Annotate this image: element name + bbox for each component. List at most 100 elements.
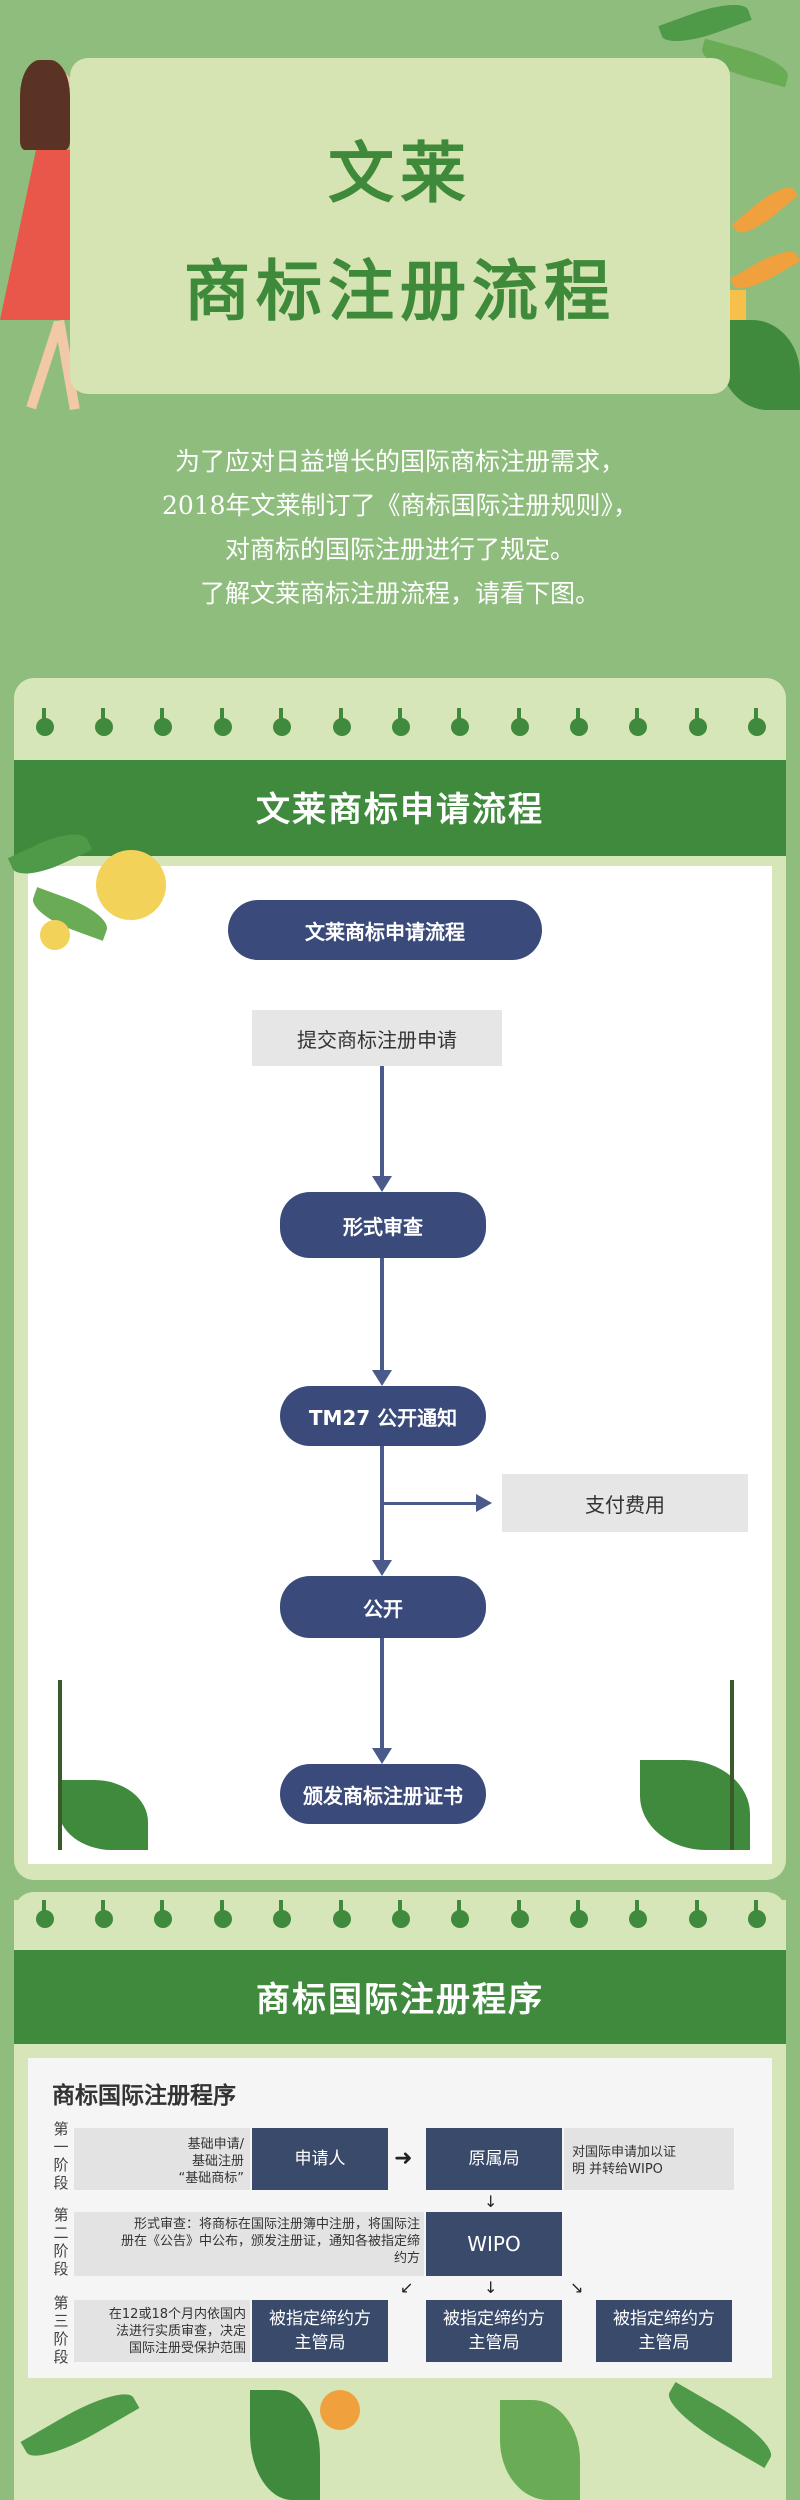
desc-line: “基础商标” [178, 2171, 244, 2186]
designated-office-box: 被指定缔约方 主管局 [426, 2300, 562, 2362]
peg-decoration [688, 708, 707, 738]
peg-decoration [95, 1900, 114, 1930]
peg-decoration [570, 708, 589, 738]
peg-decoration [391, 708, 410, 738]
intro-line: 为了应对日益增长的国际商标注册需求， [174, 447, 625, 476]
stage3-desc: 在12或18个月内依国内 法进行实质审查，决定 国际注册受保护范围 [80, 2306, 246, 2357]
desc-line: 明 并转给WIPO [572, 2162, 663, 2177]
origin-desc: 对国际申请加以证 明 并转给WIPO [572, 2144, 732, 2178]
arrow-right-icon [476, 1494, 492, 1512]
peg-decoration [570, 1900, 589, 1930]
arrow-right-icon: ➜ [394, 2146, 413, 2171]
flow-connector [380, 1446, 384, 1572]
peg-decoration [629, 1900, 648, 1930]
flow-connector [380, 1638, 384, 1748]
peg-decoration [273, 708, 292, 738]
page-title-line2: 商标注册流程 [184, 253, 616, 330]
flow-connector [380, 1066, 384, 1176]
flow-submit-step: 提交商标注册申请 [252, 1010, 502, 1066]
section1-title: 文莱商标申请流程 [256, 790, 544, 830]
process-table-title: 商标国际注册程序 [52, 2083, 236, 2109]
intro-line: 对商标的国际注册进行了规定。 [224, 535, 575, 564]
desc-line: 基础申请/ [187, 2137, 244, 2152]
arrow-down-icon [372, 1748, 392, 1764]
peg-decoration [510, 1900, 529, 1930]
desc-line: 册在《公告》中公布，颁发注册证，通知各被指定缔 [120, 2234, 420, 2249]
origin-office-box: 原属局 [426, 2128, 562, 2190]
plant-decoration-right [720, 179, 800, 410]
peg-decoration [688, 1900, 707, 1930]
header-card [70, 58, 730, 394]
peg-decoration [510, 708, 529, 738]
wipo-box: WIPO [426, 2212, 562, 2276]
arrow-down-icon [372, 1560, 392, 1576]
intro-line: 了解文莱商标注册流程，请看下图。 [199, 579, 600, 608]
desc-line: 基础注册 [191, 2154, 244, 2169]
peg-decoration [332, 708, 351, 738]
origin-desc-box [564, 2128, 734, 2190]
peg-decoration [332, 1900, 351, 1930]
office-label: 主管局 [638, 2333, 690, 2353]
peg-decoration [154, 708, 173, 738]
peg-decoration [154, 1900, 173, 1930]
intro-paragraph: 为了应对日益增长的国际商标注册需求， 2018年文莱制订了《商标国际注册规则》，… [0, 440, 800, 616]
stage-label: 第三阶段 [53, 2294, 69, 2366]
peg-decoration [95, 708, 114, 738]
flow-certificate-node: 颁发商标注册证书 [280, 1764, 486, 1824]
arrow-down-icon [372, 1370, 392, 1386]
section2-title-band [14, 1950, 786, 2044]
stage2-desc-box [74, 2212, 424, 2276]
peg-decoration [629, 708, 648, 738]
peg-decoration [35, 708, 54, 738]
peg-decoration [273, 1900, 292, 1930]
peg-decoration [451, 708, 470, 738]
page-title-line1: 文莱 [328, 135, 472, 212]
designated-office-box: 被指定缔约方 主管局 [252, 2300, 388, 2362]
peg-decoration [391, 1900, 410, 1930]
stage1-desc-box [74, 2128, 250, 2190]
arrow-down-icon: ↓ [484, 2278, 498, 2297]
flow-formal-exam-node: 形式审查 [280, 1192, 486, 1258]
flow-publish-node: 公开 [280, 1576, 486, 1638]
designated-office-box: 被指定缔约方 主管局 [596, 2300, 732, 2362]
desc-line: 对国际申请加以证 [572, 2145, 677, 2160]
arrow-down-right-icon: ↘ [570, 2278, 584, 2297]
office-label: 主管局 [468, 2333, 520, 2353]
peg-decoration [451, 1900, 470, 1930]
desc-line: 约方 [393, 2251, 420, 2266]
desc-line: 形式审查：将商标在国际注册簿中注册，将国际注 [133, 2217, 420, 2232]
stage3-desc-box [74, 2300, 250, 2362]
desc-line: 法进行实质审查，决定 [115, 2324, 246, 2339]
intro-line: 2018年文莱制订了《商标国际注册规则》， [161, 491, 639, 520]
grass-decoration-left [28, 1680, 168, 1870]
desc-line: 在12或18个月内依国内 [108, 2307, 246, 2322]
plant-decoration-bottom [0, 2370, 800, 2500]
flow-tm27-node: TM27 公开通知 [280, 1386, 486, 1446]
flow-connector [380, 1258, 384, 1370]
grass-decoration-right [630, 1680, 780, 1870]
office-label: 被指定缔约方 [443, 2309, 545, 2329]
office-label: 被指定缔约方 [613, 2309, 715, 2329]
stage-label: 第一阶段 [53, 2120, 69, 2192]
office-label: 主管局 [294, 2333, 346, 2353]
office-label: 被指定缔约方 [269, 2309, 371, 2329]
desc-line: 国际注册受保护范围 [128, 2341, 246, 2356]
arrow-down-left-icon: ↙ [400, 2278, 414, 2297]
stage1-desc: 基础申请/ 基础注册 “基础商标” [80, 2136, 244, 2187]
flow-payment-step: 支付费用 [502, 1474, 748, 1532]
arrow-down-icon [372, 1176, 392, 1192]
arrow-down-icon: ↓ [484, 2192, 498, 2211]
peg-decoration [748, 708, 767, 738]
applicant-box: 申请人 [252, 2128, 388, 2190]
flower-decoration-left [0, 810, 200, 1010]
section1-title-band [14, 760, 786, 856]
peg-decoration [213, 708, 232, 738]
peg-decoration [213, 1900, 232, 1930]
peg-decoration [35, 1900, 54, 1930]
stage-label: 第二阶段 [53, 2206, 69, 2278]
decorative-pegs-middle [14, 1900, 786, 1950]
stage2-desc: 形式审查：将商标在国际注册簿中注册，将国际注 册在《公告》中公布，颁发注册证，通… [80, 2216, 420, 2267]
peg-decoration [748, 1900, 767, 1930]
section2-title: 商标国际注册程序 [256, 1980, 544, 2020]
flow-start-node: 文莱商标申请流程 [228, 900, 542, 960]
